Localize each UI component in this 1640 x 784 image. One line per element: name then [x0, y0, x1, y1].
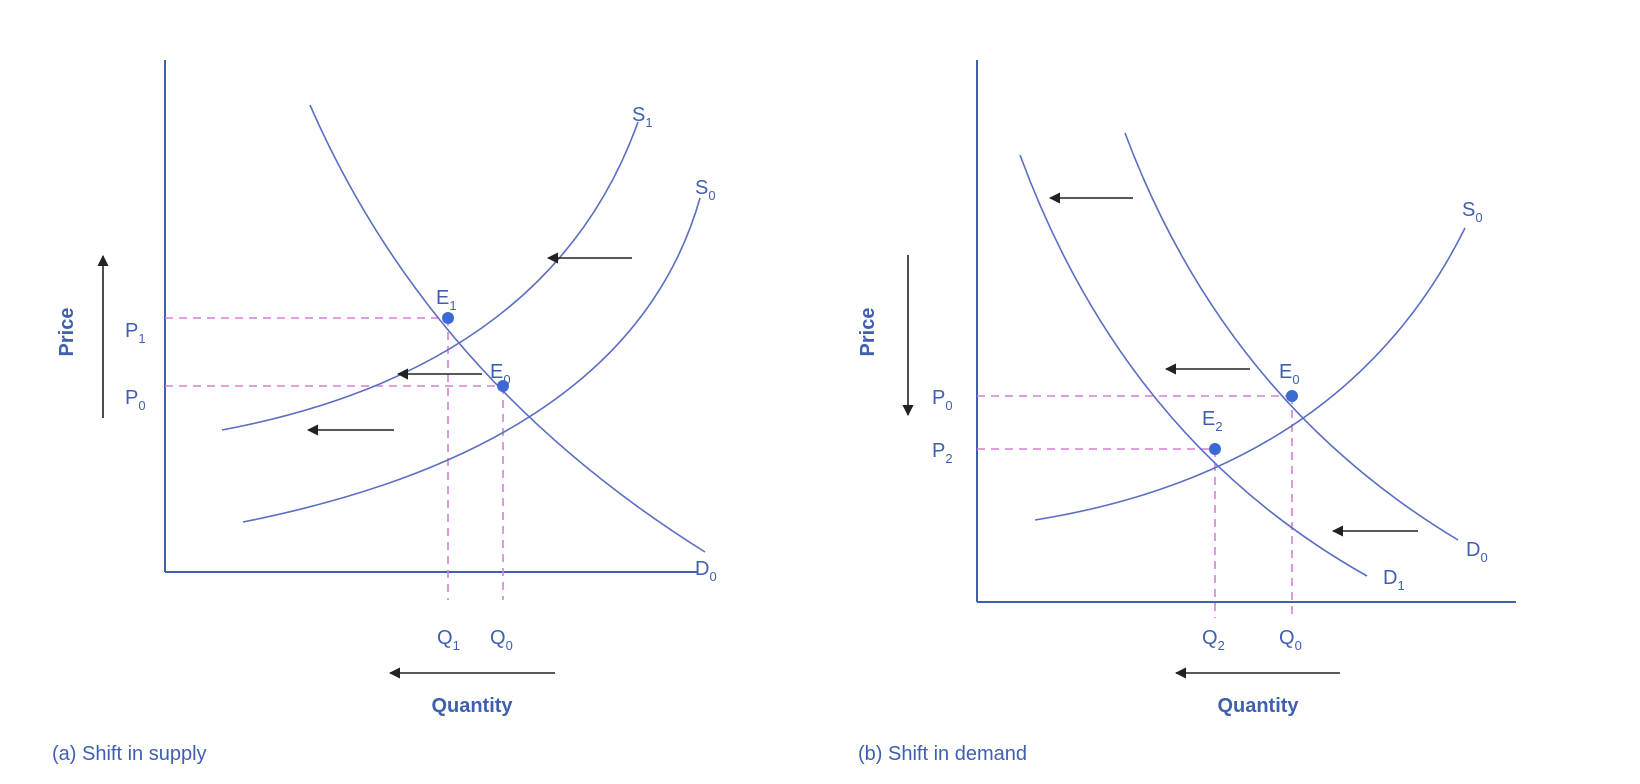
panel-a-y-axis-title: Price — [56, 308, 78, 357]
panel-a-point-e1 — [442, 312, 454, 324]
panel-a-label-s1: S1 — [632, 104, 653, 130]
panel-a-label-e1: E1 — [436, 287, 457, 313]
panel-b-label-p0: P0 — [932, 387, 953, 413]
panel-a-supply-curve-s0 — [242, 197, 701, 523]
panel-b-label-q0: Q0 — [1279, 627, 1302, 653]
panel-b-label-p2: P2 — [932, 440, 953, 466]
panel-b-demand-curve-d1 — [1019, 154, 1368, 577]
panel-b: S0 D0 D1 E0 E2 P0 P2 Q2 Q0 Price Quantit… — [857, 60, 1516, 765]
panel-a-label-e0: E0 — [490, 361, 511, 387]
panel-a-demand-curve-d0 — [309, 104, 706, 553]
panel-b-label-q2: Q2 — [1202, 627, 1225, 653]
panel-a-label-s0: S0 — [695, 177, 716, 203]
panel-b-label-d0: D0 — [1466, 539, 1488, 565]
panel-a-label-q1: Q1 — [437, 627, 460, 653]
panel-b-demand-curve-d0 — [1124, 132, 1459, 541]
panel-a-label-d0: D0 — [695, 558, 717, 584]
panel-b-label-s0: S0 — [1462, 199, 1483, 225]
panel-b-y-axis-title: Price — [857, 308, 879, 357]
panel-a-label-p0: P0 — [125, 387, 146, 413]
panel-b-x-axis-title: Quantity — [1217, 695, 1299, 717]
panel-b-point-e0 — [1286, 390, 1298, 402]
panel-a-caption: (a) Shift in supply — [52, 743, 207, 765]
panel-a-label-p1: P1 — [125, 320, 146, 346]
panel-a-label-q0: Q0 — [490, 627, 513, 653]
panel-b-caption: (b) Shift in demand — [858, 743, 1027, 765]
panel-a-x-axis-title: Quantity — [431, 695, 513, 717]
panel-b-label-e2: E2 — [1202, 408, 1223, 434]
panel-b-point-e2 — [1209, 443, 1221, 455]
panel-b-label-d1: D1 — [1383, 567, 1405, 593]
panel-b-label-e0: E0 — [1279, 361, 1300, 387]
panel-a-supply-curve-s1 — [221, 121, 639, 431]
panel-b-supply-curve-s0 — [1034, 227, 1466, 521]
panel-a-point-e0 — [497, 380, 509, 392]
panel-a: S1 S0 D0 E1 E0 P1 P0 Q1 Q0 Price Quantit… — [52, 60, 717, 765]
